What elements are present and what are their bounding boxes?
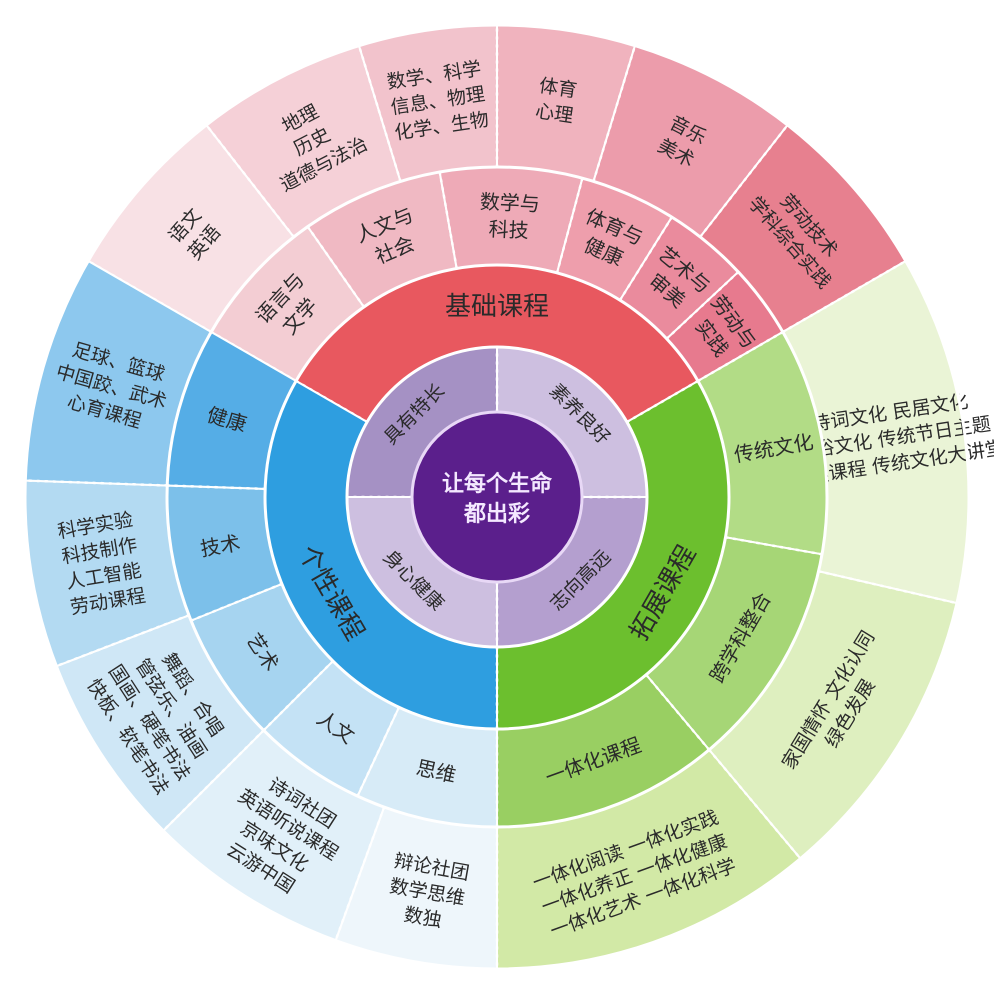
- center-circle: [410, 410, 584, 584]
- course-sector-outline: [263, 263, 731, 731]
- sub-sector-outline: [165, 165, 829, 829]
- sector-divider: [644, 673, 711, 752]
- goal-sector-outline: [345, 345, 649, 649]
- sector-divider: [55, 614, 191, 668]
- sector-divider: [334, 805, 386, 942]
- sub-sector-label-line: 数学与: [479, 189, 540, 216]
- sector-divider: [618, 215, 674, 302]
- sector-divider: [357, 44, 402, 183]
- sector-divider: [24, 479, 169, 487]
- goal-sector-3: 身心健康: [345, 496, 499, 649]
- center-hub: 让每个生命 都出彩: [410, 410, 584, 584]
- sector-divider: [625, 379, 700, 424]
- sector-divider: [262, 659, 335, 732]
- sector-divider: [781, 259, 908, 334]
- sector-divider: [161, 729, 265, 833]
- sector-divider: [205, 123, 296, 239]
- sector-divider: [306, 225, 366, 309]
- course-sector-label: 基础课程: [445, 292, 549, 322]
- sub-sector-label-line: 科技: [488, 217, 529, 243]
- course-sector-2: 个性课程: [264, 379, 499, 731]
- sector-divider: [724, 536, 824, 556]
- sector-divider: [817, 569, 959, 605]
- sector-divider: [696, 330, 785, 383]
- sub-category-ring: 语言与文学人文与社会数学与科技体育与健康艺术与审美劳动与实践传统文化跨学科整合一…: [165, 165, 829, 829]
- center-title-line-2: 都出彩: [463, 502, 530, 527]
- sector-divider: [707, 748, 802, 860]
- course-sector-label-line: 基础课程: [445, 292, 549, 322]
- center-title-line-1: 让每个生命: [442, 471, 553, 497]
- course-sector-0: 基础课程: [294, 264, 700, 424]
- sector-divider: [189, 582, 284, 622]
- sector-divider: [592, 44, 637, 183]
- sector-divider: [356, 706, 401, 798]
- outer-sector-outline: [23, 23, 971, 971]
- outer-detail-ring: 语文英语地理历史道德与法治数学、科学信息、物理化学、生物体育心理音乐美术劳动技术…: [23, 23, 994, 971]
- sector-divider: [165, 484, 267, 491]
- sector-divider: [438, 170, 458, 270]
- sector-divider: [555, 176, 584, 275]
- sector-divider: [665, 270, 740, 341]
- sector-divider: [698, 123, 789, 239]
